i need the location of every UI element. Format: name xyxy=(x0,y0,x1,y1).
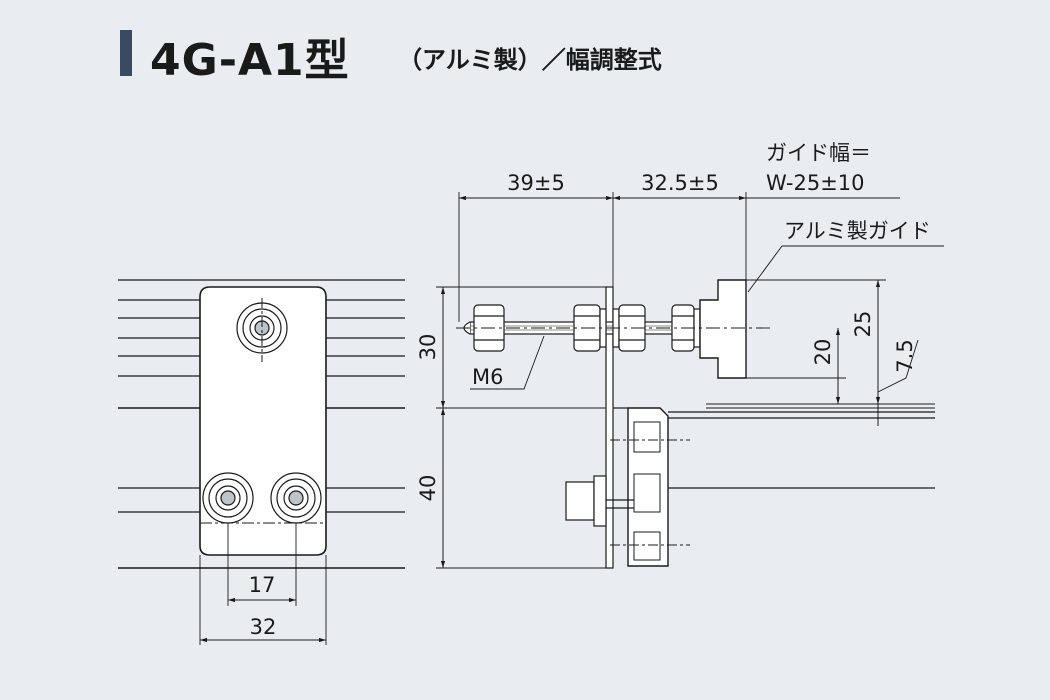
bolt-m6-label: M6 xyxy=(472,365,503,389)
guide-width-value: W-25±10 xyxy=(766,171,865,195)
leader-m6 xyxy=(470,335,545,390)
right-view xyxy=(436,192,944,569)
title-accent-bar xyxy=(120,30,132,76)
dim-39-label: 39±5 xyxy=(507,171,565,195)
aluminum-guide-label: アルミ製ガイド xyxy=(784,219,931,243)
leader-7-5 xyxy=(877,339,919,393)
page-title: 4G-A1型 xyxy=(150,35,350,86)
dim-30-label: 30 xyxy=(416,334,440,361)
page-subtitle: （アルミ製）／幅調整式 xyxy=(398,46,662,74)
dim-40-label: 40 xyxy=(416,475,440,502)
left-view xyxy=(118,279,405,645)
dim-20-label: 20 xyxy=(811,339,835,366)
dim-17-label: 17 xyxy=(249,573,276,597)
aluminum-guide-profile xyxy=(699,279,747,379)
frame-profile xyxy=(627,407,935,567)
frame-bolt xyxy=(565,475,634,527)
side-bracket xyxy=(605,286,614,569)
leader-aluminum-guide xyxy=(747,245,944,293)
dim-32-5-label: 32.5±5 xyxy=(641,171,719,195)
bracket-bolt-right xyxy=(270,472,322,524)
dim-32-label: 32 xyxy=(250,615,277,639)
guide-width-label: ガイド幅＝ xyxy=(766,141,871,165)
dim-25-label: 25 xyxy=(851,311,875,338)
dim-7-5-label: 7.5 xyxy=(893,339,917,372)
bracket-bolt-left xyxy=(202,472,254,524)
